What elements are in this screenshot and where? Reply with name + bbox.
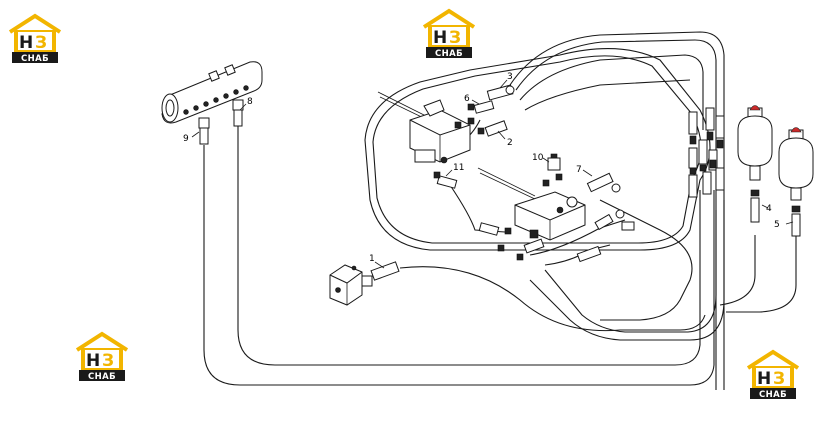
logo-mark-3: З: [773, 369, 785, 389]
callout-4: 4: [766, 204, 772, 214]
accumulator-left: [737, 105, 773, 223]
logo-mark-3: З: [449, 28, 461, 48]
callout-10: 10: [532, 153, 544, 163]
logo-word: CHAБ: [759, 390, 787, 400]
callout-1: 1: [369, 254, 375, 264]
callout-labels: 1 2 3 4 5 6 7 8 9 10 11: [183, 72, 780, 264]
hose-fitting-7: [586, 172, 621, 193]
lower-fittings: [478, 209, 635, 263]
logo-mark-h: H: [86, 351, 100, 371]
callout-3: 3: [507, 72, 513, 82]
hose-fitting-10: [547, 153, 561, 171]
vertical-fitting-stack: [688, 107, 725, 198]
hose-fitting-11: [433, 171, 458, 189]
logo-bottom-right: H З CHAБ: [746, 349, 800, 400]
logo-mark-3: З: [102, 351, 114, 371]
hose-fitting-9: [198, 117, 210, 145]
logo-word: CHAБ: [435, 49, 463, 59]
callout-9: 9: [183, 134, 189, 144]
callout-8: 8: [247, 97, 253, 107]
callout-11: 11: [453, 163, 464, 173]
logo-top-center: H З CHAБ: [422, 8, 476, 59]
hose-fitting-3: [486, 84, 515, 101]
logo-word: CHAБ: [88, 372, 116, 382]
logo-bottom-left: H З CHAБ: [75, 331, 129, 382]
hose-fitting-6: [467, 100, 495, 114]
callout-2: 2: [507, 138, 513, 148]
valve-block: [329, 261, 400, 306]
callout-5: 5: [774, 220, 780, 230]
callout-6: 6: [464, 94, 470, 104]
upper-valve-assembly: [377, 91, 475, 164]
logo-mark-h: H: [19, 33, 33, 53]
distribution-manifold: [161, 61, 263, 124]
logo-mark-h: H: [757, 369, 771, 389]
accumulator-right: [778, 127, 814, 237]
logo-top-left: H З CHAБ: [8, 13, 62, 64]
callout-leaders: [191, 79, 794, 269]
logo-mark-3: З: [35, 33, 47, 53]
hose-fitting-2: [477, 120, 508, 137]
logo-word: CHAБ: [21, 54, 49, 64]
hose-fitting-8: [232, 99, 244, 127]
hose-routes: [203, 31, 797, 390]
logo-mark-h: H: [433, 28, 447, 48]
callout-7: 7: [576, 165, 582, 175]
center-valve-assembly: [477, 167, 586, 241]
